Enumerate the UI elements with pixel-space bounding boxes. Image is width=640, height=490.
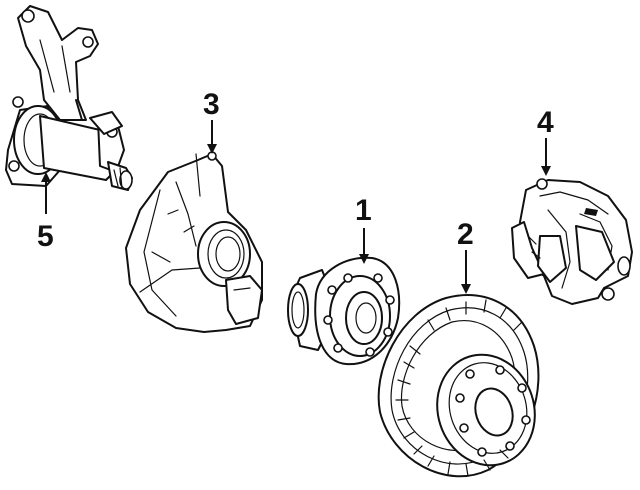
callout-3: 3 — [203, 88, 220, 121]
callout-4: 4 — [537, 106, 554, 139]
callout-1: 1 — [355, 194, 372, 227]
brake-rotor-part — [377, 294, 540, 478]
splash-shield-part — [125, 151, 263, 333]
callout-leaders — [41, 120, 551, 294]
steering-knuckle-part — [5, 5, 133, 191]
wheel-hub-part — [287, 256, 401, 366]
callout-5: 5 — [37, 220, 54, 253]
callout-2: 2 — [457, 218, 474, 251]
brake-caliper-part — [511, 178, 633, 305]
